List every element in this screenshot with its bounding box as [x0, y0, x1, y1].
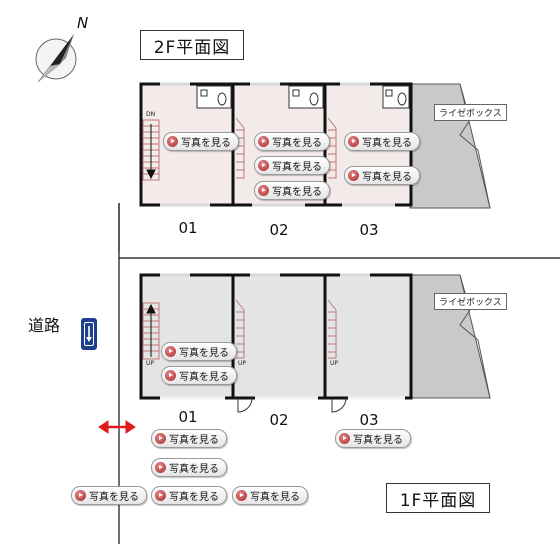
view-photo-button[interactable]: 写真を見る	[163, 132, 239, 151]
lifeline-box-1f-label: ライゼボックス	[434, 293, 507, 310]
stairs-2f-03	[327, 117, 337, 179]
unit-2f-01-number: 01	[178, 219, 198, 237]
view-photo-button[interactable]: 写真を見る	[344, 166, 420, 185]
floor1-title: 1F平面図	[386, 483, 490, 513]
play-icon	[155, 490, 166, 501]
entrance-arrow-icon	[98, 420, 136, 434]
play-icon	[258, 185, 269, 196]
unit-2f-02-number: 02	[269, 221, 289, 239]
toilet-fixture	[397, 92, 407, 106]
play-icon	[348, 136, 359, 147]
toilet-fixture	[217, 92, 227, 106]
unit-1f-02-number: 02	[269, 411, 289, 429]
door-swing	[237, 397, 253, 413]
view-photo-button[interactable]: 写真を見る	[335, 429, 411, 448]
view-photo-button[interactable]: 写真を見る	[254, 156, 330, 175]
view-photo-button[interactable]: 写真を見る	[151, 486, 227, 505]
sink-fixture	[292, 89, 300, 97]
play-icon	[155, 462, 166, 473]
play-icon	[165, 370, 176, 381]
road-label: 道路	[28, 316, 61, 335]
play-icon	[165, 346, 176, 357]
stairs-2f-01	[142, 119, 160, 181]
play-icon	[258, 136, 269, 147]
unit-1f-02-floor	[231, 273, 327, 400]
stairs-up-label: UP	[146, 360, 155, 367]
sink-fixture	[385, 89, 393, 97]
stairs-down-label: DN	[146, 111, 156, 118]
view-photo-button[interactable]: 写真を見る	[71, 486, 147, 505]
view-photo-button[interactable]: 写真を見る	[161, 342, 237, 361]
unit-1f-03-floor	[323, 273, 413, 400]
play-icon	[339, 433, 350, 444]
view-photo-button[interactable]: 写真を見る	[344, 132, 420, 151]
unit-1f-01-number: 01	[178, 408, 198, 426]
unit-2f-03-number: 03	[359, 221, 379, 239]
play-icon	[75, 490, 86, 501]
view-photo-button[interactable]: 写真を見る	[151, 429, 227, 448]
compass-north-label: N	[77, 14, 89, 32]
stairs-1f-03	[327, 299, 337, 359]
down-arrow-icon	[86, 326, 92, 342]
view-photo-button[interactable]: 写真を見る	[161, 366, 237, 385]
road-direction-sign-icon	[81, 318, 97, 350]
stairs-up-label: UP	[330, 360, 339, 367]
view-photo-button[interactable]: 写真を見る	[254, 132, 330, 151]
door-swing	[331, 397, 347, 413]
unit-1f-03-number: 03	[359, 411, 379, 429]
play-icon	[348, 170, 359, 181]
view-photo-button[interactable]: 写真を見る	[151, 458, 227, 477]
floor1-units	[139, 273, 413, 413]
lifeline-box-2f-area	[409, 83, 491, 209]
lifeline-box-2f-label: ライゼボックス	[434, 104, 507, 121]
stairs-1f-02	[235, 299, 245, 359]
play-icon	[236, 490, 247, 501]
sink-fixture	[200, 89, 208, 97]
toilet-fixture	[309, 92, 319, 106]
compass-icon	[35, 34, 77, 83]
stairs-up-label: UP	[238, 360, 247, 367]
play-icon	[155, 433, 166, 444]
stairs-1f-01	[142, 302, 160, 360]
floor2-title: 2F平面図	[140, 30, 244, 60]
view-photo-button[interactable]: 写真を見る	[232, 486, 308, 505]
play-icon	[167, 136, 178, 147]
view-photo-button[interactable]: 写真を見る	[254, 181, 330, 200]
play-icon	[258, 160, 269, 171]
